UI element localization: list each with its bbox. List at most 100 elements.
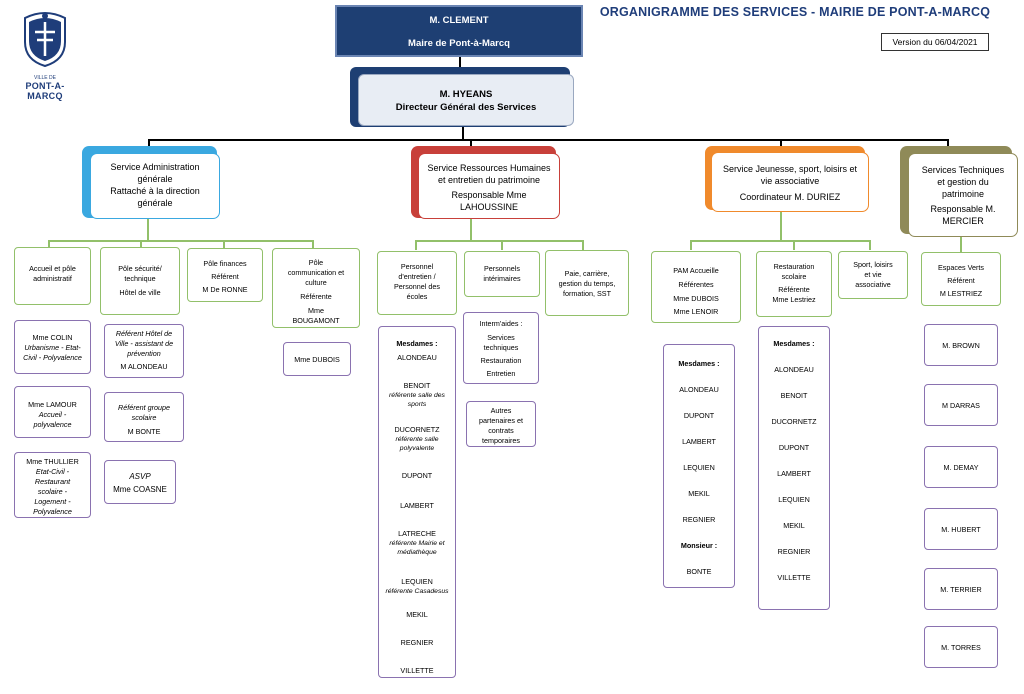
- list-note: référente Mairie et médiathèque: [389, 540, 445, 556]
- box-line: Hôtel de ville: [119, 288, 161, 297]
- list-label: Mesdames :: [773, 339, 815, 348]
- box-line: Polyvalence: [33, 507, 72, 516]
- list-item: DUCORNETZ: [394, 425, 440, 434]
- box-line: M. BROWN: [942, 341, 980, 350]
- connector: [947, 139, 949, 151]
- interimaires-box: Personnels intérimaires: [464, 251, 540, 297]
- accueil-box: Accueil et pôle administratif: [14, 247, 91, 305]
- box-line: scolaire: [781, 272, 807, 281]
- box-line: Accueil -: [38, 410, 67, 419]
- pam-staff-list: Mesdames : ALONDEAU DUPONT LAMBERT LEQUI…: [663, 344, 735, 588]
- list-item: LAMBERT: [400, 501, 434, 510]
- box-line: Accueil et pôle: [29, 264, 76, 273]
- box-line: Personnels: [484, 264, 520, 273]
- box-line: écoles: [406, 292, 428, 301]
- tech-staff-box: M. TORRES: [924, 626, 998, 668]
- logo-caption: VILLE DE: [34, 75, 56, 81]
- service-tech-line: patrimoine: [941, 189, 985, 199]
- box-line: ASVP: [129, 472, 151, 481]
- service-rh-line: Service Ressources Humaines: [427, 163, 551, 173]
- box-line: Services: [487, 333, 515, 342]
- list-item: BENOIT: [403, 381, 431, 390]
- service-tech-line: Services Techniques: [921, 165, 1005, 175]
- box-line: Mme LAMOUR: [28, 400, 77, 409]
- service-rh-box: Service Ressources Humaines et entretien…: [418, 153, 560, 219]
- ref-hotel-box: Référent Hôtel de Ville - assistant de p…: [104, 324, 184, 378]
- box-line: associative: [855, 280, 891, 289]
- list-note: référente salle polyvalente: [395, 436, 439, 452]
- list-item: DUPONT: [401, 471, 433, 480]
- list-note: référente salle des sports: [389, 392, 445, 408]
- tech-staff-box: M. TERRIER: [924, 568, 998, 610]
- box-line: contrats: [488, 426, 514, 435]
- box-line: M BONTE: [127, 427, 161, 436]
- box-line: Référent Hôtel de: [115, 329, 173, 338]
- box-line: technique: [124, 274, 156, 283]
- box-line: Personnel des: [394, 282, 440, 291]
- connector: [501, 240, 503, 250]
- service-tech-line: et gestion du: [937, 177, 989, 187]
- connector: [690, 240, 870, 242]
- connector: [780, 139, 782, 151]
- box-line: Mme DUBOIS: [673, 294, 719, 303]
- box-line: BOUGAMONT: [292, 316, 340, 325]
- list-item: ALONDEAU: [397, 353, 437, 362]
- personnel-box: Personnel d'entretien / Personnel des éc…: [377, 251, 457, 315]
- connector: [960, 237, 962, 253]
- list-note: référente Casadesus: [385, 588, 449, 595]
- box-line: techniques: [483, 343, 519, 352]
- connector: [793, 240, 795, 250]
- box-line: M ALONDEAU: [120, 362, 168, 371]
- connector: [223, 240, 225, 248]
- mayor-box: M. CLEMENT Maire de Pont-à-Marcq: [335, 5, 583, 57]
- connector: [690, 240, 692, 250]
- service-rh-line: LAHOUSSINE: [459, 202, 519, 212]
- service-tech-line: MERCIER: [942, 216, 984, 226]
- dubois-box: Mme DUBOIS: [283, 342, 351, 376]
- list-item: BONTE: [686, 567, 712, 576]
- box-line: Urbanisme - Etat-: [24, 343, 81, 352]
- box-line: Référent: [211, 272, 239, 281]
- espaces-verts-box: Espaces Verts Référent M LESTRIEZ: [921, 252, 1001, 306]
- securite-box: Pôle sécurité/ technique Hôtel de ville: [100, 247, 180, 315]
- box-line: d'entretien /: [398, 272, 436, 281]
- resto-box: Restauration scolaire Référente Mme Lest…: [756, 251, 832, 317]
- box-line: M DARRAS: [942, 401, 980, 410]
- service-admin-line: générale: [137, 198, 173, 208]
- service-admin-line: Service Administration: [110, 162, 200, 172]
- box-line: scolaire -: [37, 487, 68, 496]
- logo-city: PONT-A-MARCQ: [25, 81, 65, 101]
- mayor-name: M. CLEMENT: [429, 15, 489, 26]
- box-line: M. TORRES: [941, 643, 981, 652]
- list-item: LEQUIEN: [778, 495, 810, 504]
- service-jeunesse-line: Coordinateur M. DURIEZ: [739, 192, 841, 202]
- box-line: Pôle finances: [203, 259, 247, 268]
- box-line: scolaire: [131, 413, 157, 422]
- box-line: M. HUBERT: [941, 525, 981, 534]
- box-line: M De RONNE: [202, 285, 248, 294]
- sport-box: Sport, loisirs et vie associative: [838, 251, 908, 299]
- box-line: intérimaires: [483, 274, 521, 283]
- list-item: REGNIER: [400, 638, 434, 647]
- connector: [48, 240, 313, 242]
- dgs-box: M. HYEANS Directeur Général des Services: [358, 74, 574, 126]
- box-line: prévention: [127, 349, 161, 358]
- connector: [312, 240, 314, 248]
- service-tech-line: Responsable M.: [930, 204, 996, 214]
- box-line: Pôle sécurité/: [118, 264, 162, 273]
- connector: [470, 139, 472, 151]
- tech-staff-box: M. BROWN: [924, 324, 998, 366]
- rh-staff-list: Mesdames : ALONDEAU BENOIT référente sal…: [378, 326, 456, 678]
- box-line: M. TERRIER: [940, 585, 982, 594]
- list-item: LAMBERT: [682, 437, 716, 446]
- box-line: Personnel: [400, 262, 434, 271]
- box-line: Restauration: [480, 356, 522, 365]
- mayor-role: Maire de Pont-à-Marcq: [408, 38, 510, 49]
- tech-staff-box: M. HUBERT: [924, 508, 998, 550]
- box-line: Référentes: [678, 280, 714, 289]
- box-line: formation, SST: [563, 289, 611, 298]
- list-item: REGNIER: [682, 515, 716, 524]
- dgs-role: Directeur Général des Services: [395, 102, 537, 113]
- list-item: MEKIL: [783, 521, 805, 530]
- box-line: Sport, loisirs: [853, 260, 893, 269]
